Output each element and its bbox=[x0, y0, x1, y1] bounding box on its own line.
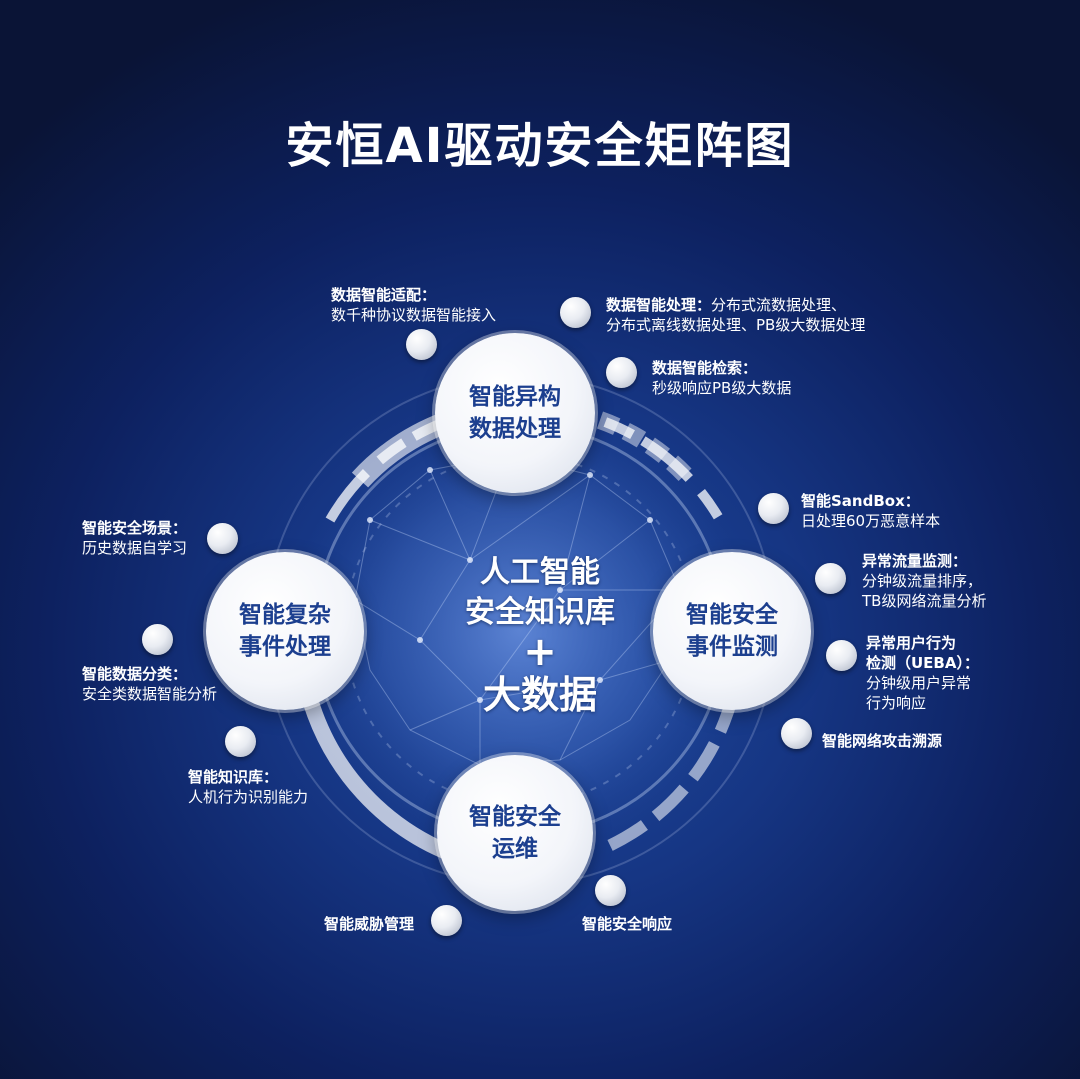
label-traffic-monitoring: 异常流量监测： 分钟级流量排序， TB级网络流量分析 bbox=[862, 551, 986, 611]
label-text: 安全类数据智能分析 bbox=[82, 685, 218, 703]
bullet-ball bbox=[606, 357, 637, 388]
bullet-ball bbox=[560, 297, 591, 328]
label-title: 智能SandBox： bbox=[801, 492, 920, 510]
node-left-line1: 智能复杂 bbox=[239, 602, 331, 628]
bullet-ball bbox=[595, 875, 626, 906]
node-right-line1: 智能安全 bbox=[686, 602, 778, 628]
label-title: 智能威胁管理 bbox=[324, 915, 415, 933]
core-plus: + bbox=[523, 629, 557, 675]
node-left-line2: 事件处理 bbox=[239, 634, 331, 660]
core-concept: 人工智能 安全知识库 + 大数据 bbox=[410, 553, 670, 719]
label-data-processing: 数据智能处理：分布式流数据处理、 分布式离线数据处理、PB级大数据处理 bbox=[606, 295, 865, 335]
label-threat-management: 智能威胁管理 bbox=[324, 914, 414, 934]
label-text: 数千种协议数据智能接入 bbox=[331, 306, 497, 324]
label-title: 异常用户行为 bbox=[866, 634, 957, 652]
label-text: 分钟级用户异常 bbox=[866, 674, 972, 692]
core-line-ai: 人工智能 bbox=[480, 555, 600, 590]
label-data-retrieval: 数据智能检索： 秒级响应PB级大数据 bbox=[652, 358, 791, 398]
label-text: TB级网络流量分析 bbox=[862, 592, 987, 610]
label-text: 分钟级流量排序， bbox=[862, 572, 983, 590]
label-title: 异常流量监测： bbox=[862, 552, 968, 570]
node-bottom-line1: 智能安全 bbox=[469, 804, 561, 830]
label-security-response: 智能安全响应 bbox=[582, 914, 672, 934]
label-data-adaptation: 数据智能适配： 数千种协议数据智能接入 bbox=[331, 285, 496, 325]
label-title: 数据智能适配： bbox=[331, 286, 437, 304]
label-title: 智能网络攻击溯源 bbox=[822, 732, 943, 750]
label-title: 数据智能处理： bbox=[606, 296, 712, 314]
label-data-classification: 智能数据分类： 安全类数据智能分析 bbox=[82, 664, 217, 704]
page-title: 安恒AI驱动安全矩阵图 bbox=[285, 118, 795, 174]
label-title: 智能知识库： bbox=[188, 768, 279, 786]
label-text: 人机行为识别能力 bbox=[188, 788, 309, 806]
label-title: 智能安全场景： bbox=[82, 519, 188, 537]
bullet-ball bbox=[758, 493, 789, 524]
label-title: 智能数据分类： bbox=[82, 665, 188, 683]
bullet-ball bbox=[207, 523, 238, 554]
label-attack-tracing: 智能网络攻击溯源 bbox=[822, 731, 942, 751]
node-complex-events: 智能复杂事件处理 bbox=[206, 552, 364, 710]
label-title: 检测（UEBA）： bbox=[866, 654, 979, 672]
label-text: 分布式离线数据处理、PB级大数据处理 bbox=[606, 316, 866, 334]
node-top-line1: 智能异构 bbox=[469, 384, 561, 410]
bullet-ball bbox=[815, 563, 846, 594]
bullet-ball bbox=[431, 905, 462, 936]
core-line-knowledge-base: 安全知识库 bbox=[465, 595, 615, 630]
label-text: 日处理60万恶意样本 bbox=[801, 512, 941, 530]
node-heterogeneous-data: 智能异构数据处理 bbox=[435, 333, 595, 493]
bullet-ball bbox=[826, 640, 857, 671]
label-sandbox: 智能SandBox： 日处理60万恶意样本 bbox=[801, 491, 940, 531]
label-knowledge-base: 智能知识库： 人机行为识别能力 bbox=[188, 767, 308, 807]
label-text: 历史数据自学习 bbox=[82, 539, 188, 557]
node-bottom-line2: 运维 bbox=[492, 836, 538, 862]
node-event-monitoring: 智能安全事件监测 bbox=[653, 552, 811, 710]
label-text: 行为响应 bbox=[866, 694, 927, 712]
node-top-line2: 数据处理 bbox=[469, 416, 561, 442]
label-text: 分布式流数据处理、 bbox=[711, 296, 847, 314]
node-security-operations: 智能安全运维 bbox=[437, 755, 593, 911]
bullet-ball bbox=[406, 329, 437, 360]
label-text: 秒级响应PB级大数据 bbox=[652, 379, 792, 397]
core-line-big-data: 大数据 bbox=[482, 673, 597, 717]
node-right-line2: 事件监测 bbox=[686, 634, 778, 660]
label-title: 数据智能检索： bbox=[652, 359, 758, 377]
label-ueba: 异常用户行为 检测（UEBA）： 分钟级用户异常 行为响应 bbox=[866, 633, 979, 713]
bullet-ball bbox=[225, 726, 256, 757]
bullet-ball bbox=[142, 624, 173, 655]
label-title: 智能安全响应 bbox=[582, 915, 673, 933]
label-security-scenarios: 智能安全场景： 历史数据自学习 bbox=[82, 518, 187, 558]
bullet-ball bbox=[781, 718, 812, 749]
